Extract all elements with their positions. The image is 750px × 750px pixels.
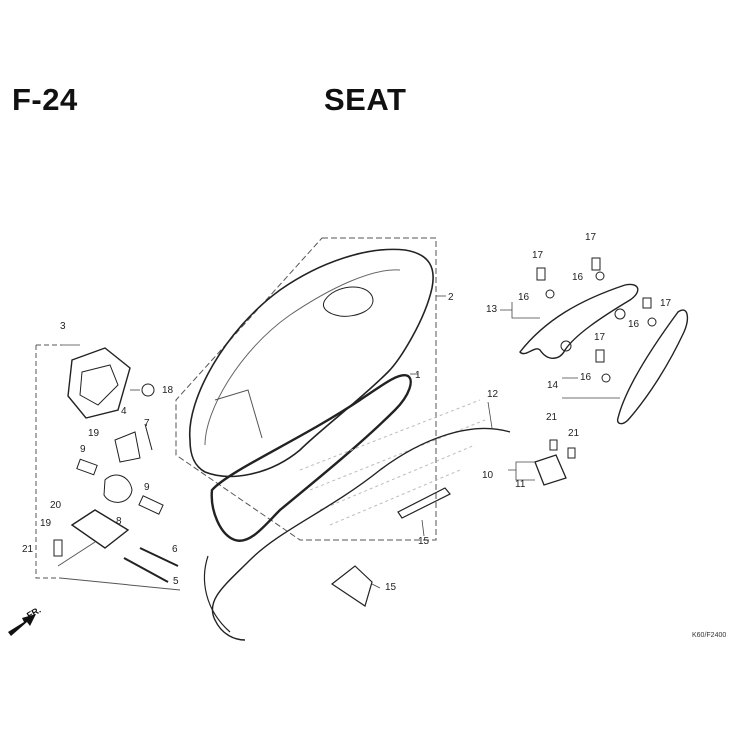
bolts [536,257,657,383]
callout-1: 1 [415,370,421,381]
rail-hole-2 [614,308,626,320]
latch-spring-8 [103,474,133,503]
callout-20: 20 [50,500,62,511]
seat-hinge-bracket [67,347,131,419]
cable-end [203,555,231,633]
callout-13: 13 [486,304,498,315]
seat-lock-cable [211,427,511,641]
bolt-21c [567,447,576,459]
bolt-21 [53,539,63,557]
reference-code: K60/F2400 [692,632,727,639]
callout-16b: 16 [572,272,584,283]
leader-group [57,541,181,591]
callout-9b: 9 [144,482,150,493]
callout-19: 19 [88,428,100,439]
grab-rail [519,283,639,359]
trim-pad [330,565,373,607]
latch-bracket [114,431,141,463]
callout-18: 18 [162,385,174,396]
callout-14: 14 [547,380,559,391]
callout-8: 8 [116,516,122,527]
seat-lock-base [70,509,130,549]
collar-9b [138,495,164,515]
pin-7 [144,423,153,451]
figure-title: SEAT [324,82,407,117]
bolt-21b [549,439,558,451]
front-direction-arrow-icon [8,614,36,636]
callout-17: 17 [532,250,544,261]
seat-cushion [188,248,434,478]
callout-10: 10 [482,470,494,481]
callout-7: 7 [144,418,150,429]
callout-3: 3 [60,321,66,332]
trim-strip [397,487,451,519]
callout-16: 16 [518,292,530,303]
seal-rubber [210,373,412,542]
hinge-plate [534,454,567,486]
seat-panel-line [214,389,263,439]
callout-6: 6 [172,544,178,555]
callout-5: 5 [173,576,179,587]
figure-code: F-24 [12,82,78,117]
nut-18 [141,383,155,397]
rod-6 [139,547,179,567]
callout-2: 2 [448,292,454,303]
callout-12: 12 [487,389,499,400]
lock-group-outline [35,344,62,579]
callout-15: 15 [385,582,397,593]
callout-21c: 21 [568,428,580,439]
hinge-inner [79,364,119,406]
callout-11: 11 [515,479,526,490]
callout-16d: 16 [580,372,592,383]
callout-9: 9 [80,444,86,455]
seat-group-outline [175,237,437,541]
callout-19b: 19 [40,518,52,529]
rail-hole [560,340,572,352]
rod-5 [123,557,169,583]
callout-17d: 17 [594,332,606,343]
callout-16c: 16 [628,319,640,330]
callout-numbers: 1 2 3 4 5 6 7 8 9 9 10 11 12 13 14 15 15… [22,232,672,593]
seat-stitch-line [204,269,401,446]
callout-4: 4 [121,406,127,417]
collar-9 [76,458,98,476]
callout-17b: 17 [585,232,597,243]
leader-lines [62,295,620,589]
callout-17c: 17 [660,298,672,309]
callout-21b: 21 [546,412,558,423]
callout-15b: 15 [418,536,430,547]
callout-21: 21 [22,544,34,555]
side-cover [616,309,689,425]
seat-backrest [323,286,374,317]
